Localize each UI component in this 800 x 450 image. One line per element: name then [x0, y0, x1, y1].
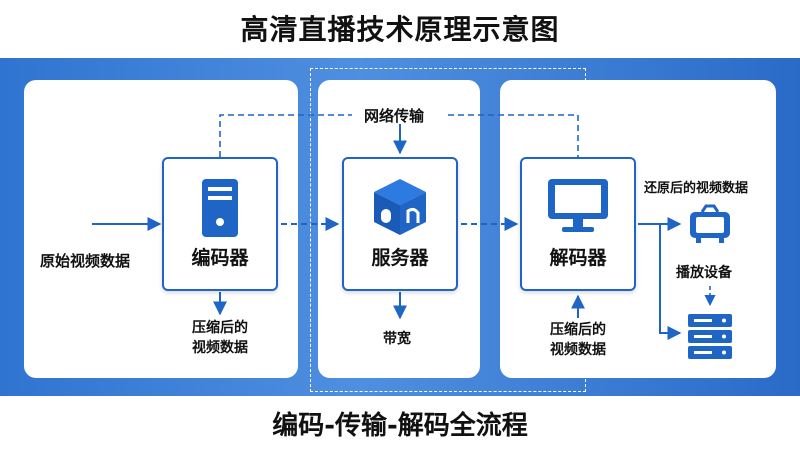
encoder-output-label: 压缩后的 视频数据: [178, 318, 262, 358]
server-tower-icon: [202, 179, 238, 237]
decoder-input-line1: 压缩后的: [550, 322, 606, 338]
encoder-output-line2: 视频数据: [192, 340, 248, 356]
restored-video-label: 还原后的视频数据: [644, 181, 749, 196]
bottom-title: 编码-传输-解码全流程: [272, 411, 528, 441]
decoder-label: 解码器: [549, 247, 607, 269]
network-dashed-line-right: [448, 114, 579, 157]
monitor-icon: [548, 179, 608, 232]
cube-box-icon: [374, 179, 426, 235]
tv-icon: [690, 204, 730, 243]
server-label: 服务器: [371, 247, 429, 269]
decoder-box: 解码器: [520, 157, 636, 291]
encoder-label: 编码器: [191, 247, 249, 269]
storage-server-icon: [688, 314, 732, 359]
encoder-box: 编码器: [162, 157, 278, 291]
server-box: 服务器: [342, 157, 458, 291]
raw-video-label: 原始视频数据: [40, 252, 131, 270]
bandwidth-label: 带宽: [383, 331, 411, 347]
decoder-input-line2: 视频数据: [550, 342, 606, 358]
encoder-output-line1: 压缩后的: [192, 320, 248, 336]
network-transfer-label: 网络传输: [364, 107, 425, 125]
decoder-input-label: 压缩后的 视频数据: [536, 320, 620, 360]
to-storage-line: [659, 224, 682, 340]
network-dashed-line: [219, 114, 352, 157]
playback-device-label: 播放设备: [676, 265, 732, 281]
page-title: 高清直播技术原理示意图: [240, 13, 560, 46]
